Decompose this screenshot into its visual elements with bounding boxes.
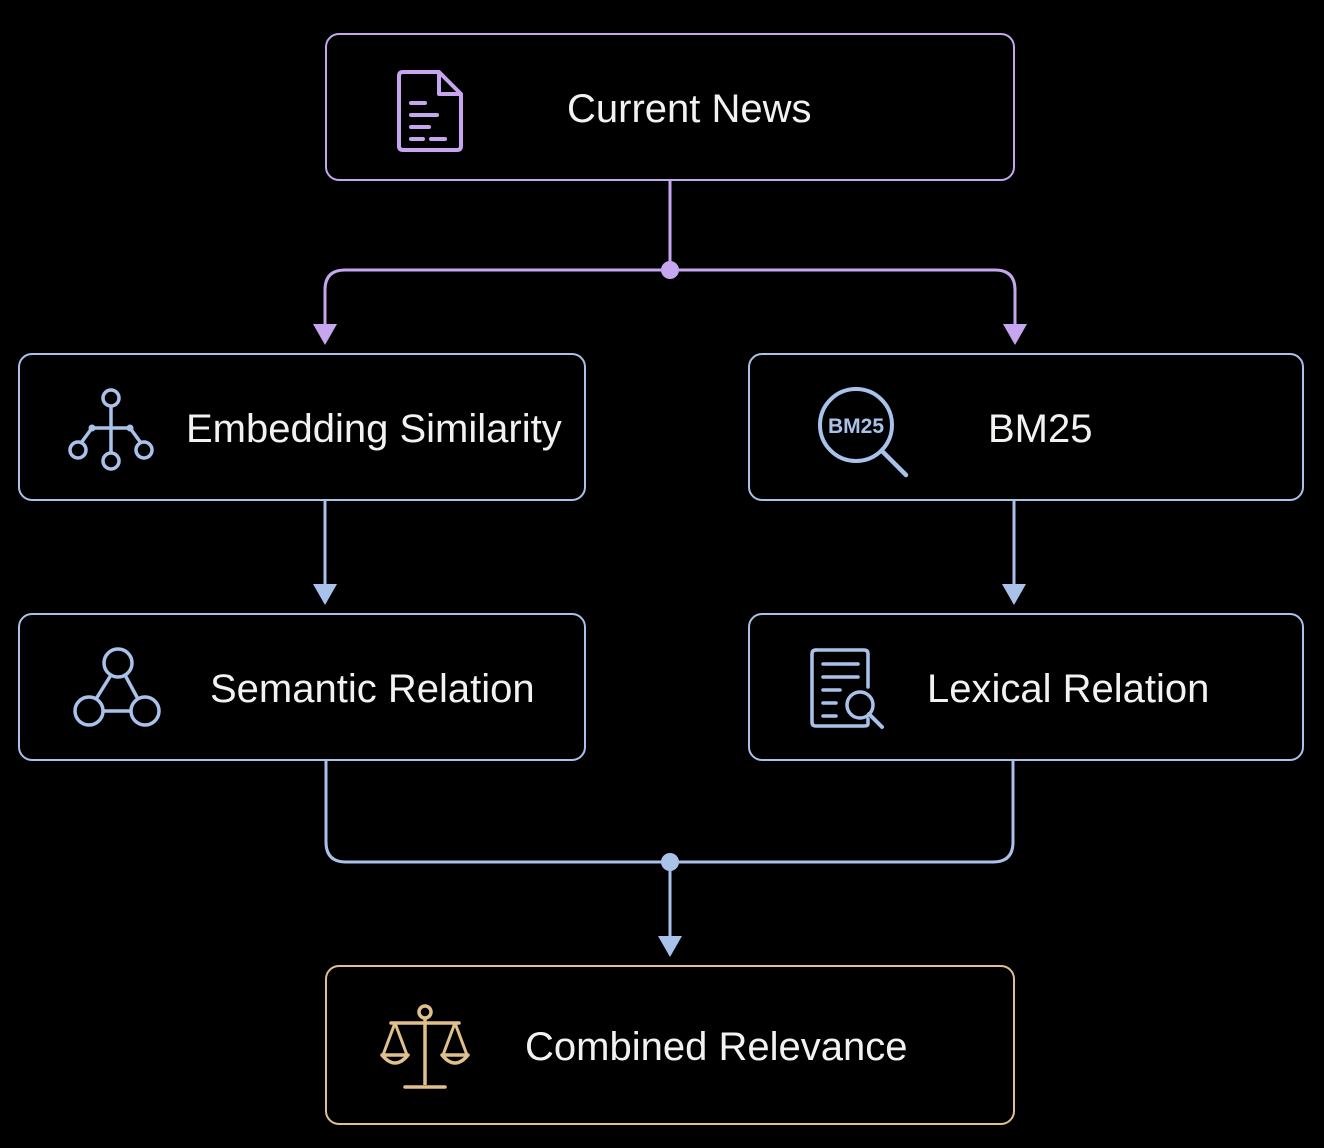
- split-junction-dot: [661, 261, 679, 279]
- edge-lexical-to-merge: [670, 761, 1015, 864]
- node-lexical-relation[interactable]: Lexical Relation: [748, 613, 1304, 761]
- triangle-graph-icon: [72, 647, 162, 736]
- balance-scale-icon: [379, 1003, 471, 1098]
- node-combined-relevance[interactable]: Combined Relevance: [325, 965, 1015, 1125]
- embedding-similarity-label: Embedding Similarity: [186, 407, 562, 451]
- node-current-news[interactable]: Current News: [325, 33, 1015, 181]
- node-semantic-relation[interactable]: Semantic Relation: [18, 613, 586, 761]
- combined-relevance-label: Combined Relevance: [525, 1025, 908, 1069]
- semantic-relation-label: Semantic Relation: [210, 667, 535, 711]
- network-tree-icon: [66, 387, 156, 478]
- edge-news-to-bm25: [670, 268, 1017, 326]
- bm25-label: BM25: [988, 407, 1093, 451]
- document-icon: [395, 69, 465, 158]
- lexical-relation-label: Lexical Relation: [927, 667, 1210, 711]
- node-embedding-similarity[interactable]: Embedding Similarity: [18, 353, 586, 501]
- arrowhead-to-embedding: [313, 324, 337, 345]
- merge-junction-dot: [661, 853, 679, 871]
- arrowhead-to-bm25: [1003, 324, 1027, 345]
- bm25-icon-text: BM25: [828, 415, 884, 438]
- current-news-label: Current News: [567, 87, 812, 131]
- arrowhead-to-semantic: [313, 584, 337, 605]
- document-search-icon: [808, 647, 888, 736]
- arrowhead-to-lexical: [1002, 584, 1026, 605]
- magnifier-icon: BM25: [816, 385, 912, 486]
- edge-news-to-embedding: [323, 268, 670, 326]
- arrowhead-to-combined: [658, 936, 682, 957]
- node-bm25[interactable]: BM25 BM25: [748, 353, 1304, 501]
- edge-semantic-to-merge: [324, 761, 670, 864]
